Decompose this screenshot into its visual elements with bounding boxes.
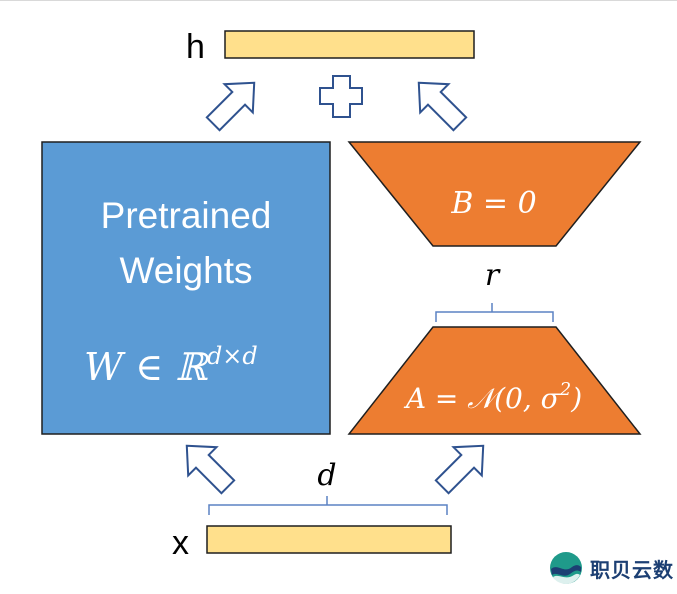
h-output-bar bbox=[224, 30, 475, 59]
matrix-a-formula-sup: 2 bbox=[559, 379, 571, 400]
arrow-up-left-icon bbox=[171, 430, 243, 502]
x-label: x bbox=[172, 524, 189, 562]
watermark-text: 职贝云数 bbox=[590, 557, 674, 582]
matrix-a-block bbox=[347, 326, 642, 435]
matrix-b-formula: B = 0 bbox=[450, 186, 536, 221]
r-label: r bbox=[485, 258, 501, 293]
matrix-a-formula-suffix: ) bbox=[570, 382, 582, 415]
pretrained-title-line1: Pretrained bbox=[101, 195, 272, 236]
d-label: d bbox=[317, 458, 336, 493]
matrix-a-formula: A = 𝒩(0, σ2) bbox=[403, 379, 582, 415]
pretrained-title-line2: Weights bbox=[120, 250, 253, 291]
matrix-b-block bbox=[347, 141, 642, 247]
matrix-a-formula-prefix: A = 𝒩(0, σ bbox=[403, 382, 561, 415]
arrow-up-left-icon bbox=[403, 67, 475, 139]
pretrained-formula: W ∈ ℝd×d bbox=[84, 342, 258, 389]
top-border-line bbox=[0, 0, 677, 1]
plus-icon bbox=[319, 75, 363, 118]
pretrained-weights-block bbox=[41, 141, 331, 435]
watermark: 职贝云数 bbox=[548, 550, 674, 586]
d-brace bbox=[208, 496, 448, 515]
arrow-up-right-icon bbox=[198, 67, 270, 139]
x-input-bar bbox=[206, 525, 452, 554]
h-label: h bbox=[186, 28, 205, 66]
pretrained-formula-sup: d×d bbox=[207, 342, 258, 370]
r-brace bbox=[435, 303, 554, 322]
arrow-up-right-icon bbox=[427, 430, 499, 502]
pretrained-formula-base: W ∈ ℝ bbox=[84, 345, 209, 389]
watermark-logo-icon bbox=[550, 552, 582, 584]
